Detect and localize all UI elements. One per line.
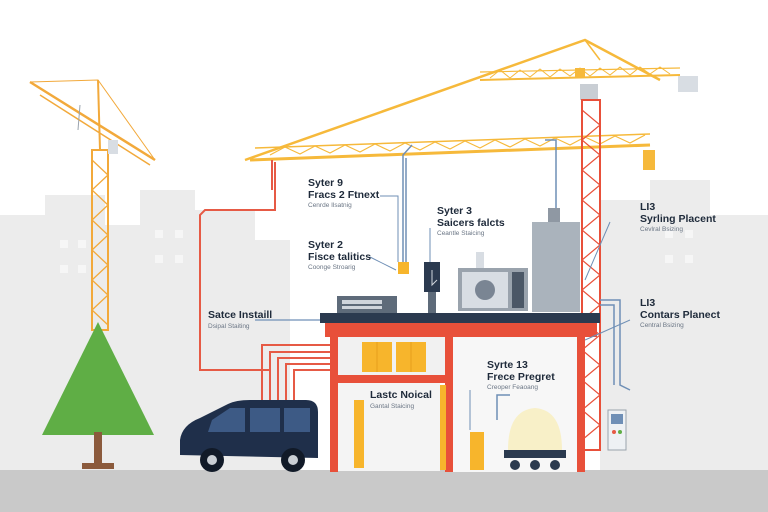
red-tower [581, 99, 601, 451]
pointer-lines [270, 195, 631, 440]
blue-pipes [402, 139, 631, 420]
ground [0, 470, 768, 512]
label-lis-mid-sub: Central Bsizing [640, 322, 684, 330]
label-lis-top-title: LI3 [640, 201, 656, 213]
label-system9-line2: Fracs 2 Ftnext [308, 188, 380, 201]
label-system13-title: Syrte 13 [487, 359, 528, 371]
label-system2-sub: Coonge Stroarig [308, 264, 356, 272]
label-lasle-title: Lastc Noical [370, 389, 432, 401]
yellow-panels [362, 342, 426, 372]
label-system9: Syter 9 Fracs 2 Ftnext Cenrde Ilsatnig [308, 177, 380, 210]
label-lis-mid-title: LI3 [640, 297, 656, 309]
label-lis-top-line2: Syrling Placent [640, 212, 716, 225]
label-sate: Satce Instaill Dsipal Staiting [208, 309, 273, 330]
label-system13-line2: Frece Pregret [487, 370, 555, 383]
red-pipes-left [199, 162, 330, 400]
label-system3-title: Syter 3 [437, 205, 473, 217]
main-crane [244, 38, 681, 162]
label-system2: Syter 2 Fisce talitics Coonge Stroarig [308, 239, 372, 272]
crane-cab [580, 84, 598, 100]
crane-hook-block [678, 76, 698, 92]
label-system9-title: Syter 9 [308, 177, 344, 189]
label-lis-mid-line2: Contars Planect [640, 308, 720, 321]
label-lis-mid: LI3 Contars Planect Central Bsizing [640, 297, 720, 330]
rooftop-equipment [337, 208, 580, 313]
van [180, 400, 318, 472]
left-crane-cab [108, 140, 118, 154]
label-system3: Syter 3 Saicers falcts Ceantle Staicing [437, 205, 505, 238]
label-system3-sub: Ceantle Staicing [437, 230, 485, 238]
label-system3-line2: Saicers falcts [437, 216, 505, 229]
label-lis-top: LI3 Syrling Placent Cevlral Bsizing [640, 201, 716, 234]
label-system9-sub: Cenrde Ilsatnig [308, 202, 352, 210]
label-system13: Syrte 13 Frece Pregret Creoper Feaoang [487, 359, 555, 392]
label-lasle: Lastc Noical Gantal Staicing [370, 389, 432, 410]
label-system2-title: Syter 2 [308, 239, 344, 251]
label-system13-sub: Creoper Feaoang [487, 384, 538, 392]
label-sate-sub: Dsipal Staiting [208, 322, 250, 330]
label-lasle-sub: Gantal Staicing [370, 402, 415, 410]
label-lis-top-sub: Cevlral Bsizing [640, 226, 683, 234]
floor-equipment [354, 400, 627, 470]
tree [42, 322, 154, 469]
counterweight [643, 150, 655, 170]
label-sate-title: Satce Instaill [208, 309, 273, 321]
label-system2-line2: Fisce talitics [308, 250, 372, 263]
